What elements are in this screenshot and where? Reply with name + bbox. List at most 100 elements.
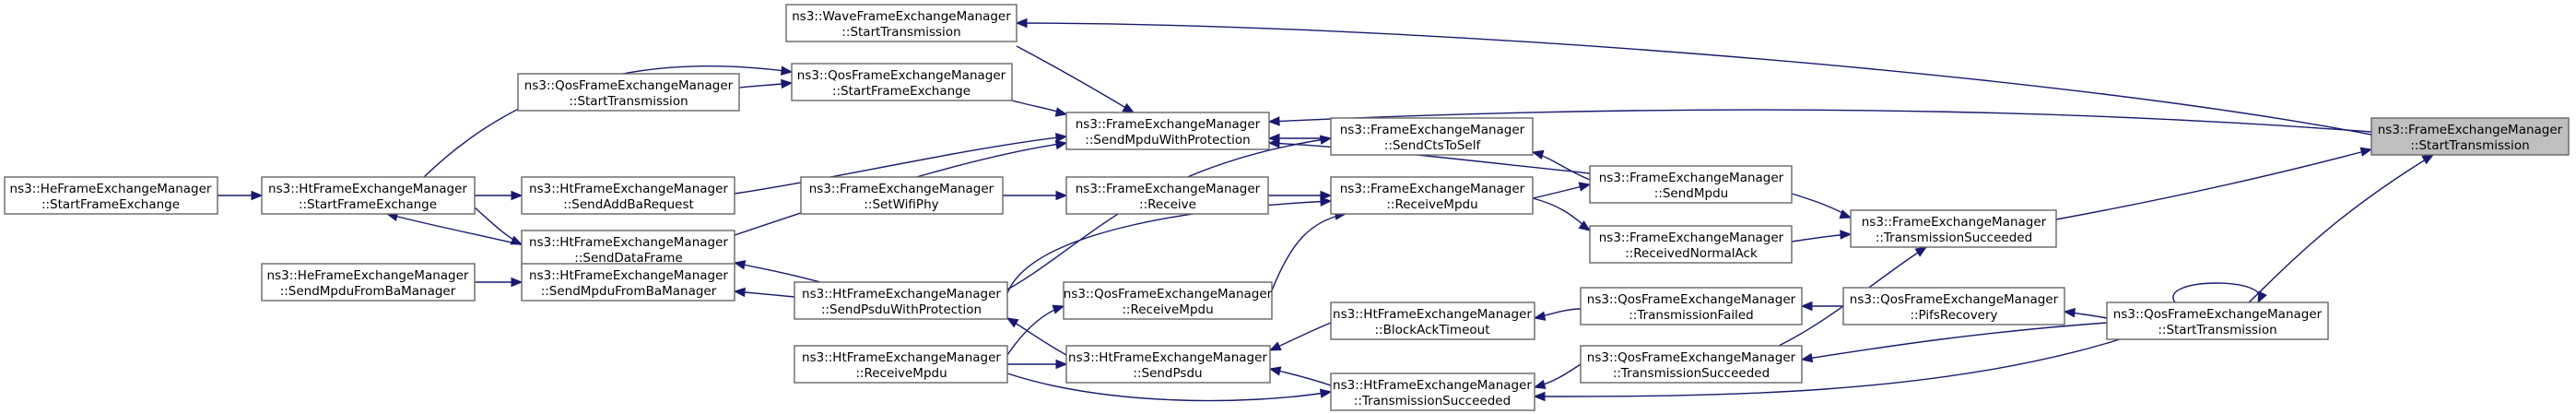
svg-text:::StartFrameExchange: ::StartFrameExchange [299,197,437,212]
edge-qos-sfe-to-mpdu-prot [1011,100,1068,117]
edge-qos-start-to-qos-txsucc-arrowhead [1800,352,1814,363]
node-ht-frame-exchange-manager-send-data-frame[interactable]: ns3::HtFrameExchangeManager ::SendDataFr… [521,230,735,268]
edge-ht-addba-to-mpdu-prot [734,133,1068,195]
edge-ht-sfe-to-ht-addba-arrowhead [511,190,523,201]
edge-qos-recvmpdu-to-recvmpdu-line [1271,213,1347,291]
edge-ht-txsucc-to-ht-sendpsdu-arrowhead [1268,366,1282,376]
node-he-frame-exchange-manager-start-frame-exchange[interactable]: ns3::HeFrameExchangeManager ::StartFrame… [4,176,218,215]
edge-recvmpdu-to-normalack-arrowhead [1578,220,1592,231]
edge-ht-recvmpdu-to-ht-txsucc [1006,373,1333,402]
svg-text:::SendCtsToSelf: ::SendCtsToSelf [1384,138,1482,153]
edge-ht-psdu-prot-to-ht-ba-arrowhead [733,287,746,298]
node-ht-frame-exchange-manager-start-frame-exchange[interactable]: ns3::HtFrameExchangeManager ::StartFrame… [261,176,476,215]
svg-text:::BlockAckTimeout: ::BlockAckTimeout [1375,323,1490,337]
svg-text:ns3::FrameExchangeManager: ns3::FrameExchangeManager [1599,231,1784,245]
edge-ht-psdu-prot-to-recvmpdu-arrowhead [1320,196,1333,207]
node-ht-frame-exchange-manager-block-ack-timeout[interactable]: ns3::HtFrameExchangeManager ::BlockAckTi… [1330,302,1535,340]
edge-receive-to-recvmpdu-arrowhead [1320,190,1333,201]
node-ht-frame-exchange-manager-send-psdu-with-protection[interactable]: ns3::HtFrameExchangeManager ::SendPsduWi… [794,281,1008,320]
node-qos-frame-exchange-manager-transmission-succeeded[interactable]: ns3::QosFrameExchangeManager ::Transmiss… [1580,345,1803,384]
edge-sendmpdu-to-fem-txsucc-arrowhead [1839,209,1853,219]
edge-qos-txsucc-to-fem-txsucc-arrowhead [1914,246,1928,257]
edge-ht-recvmpdu-to-ht-sendpsdu [1006,359,1068,370]
edge-normalack-to-fem-txsucc [1791,230,1853,242]
edge-fem-txsucc-to-root [2055,147,2373,220]
svg-text:::StartFrameExchange: ::StartFrameExchange [41,197,180,212]
edge-normalack-to-fem-txsucc-arrowhead [1840,230,1853,240]
edge-ht-psdu-prot-to-ht-data [733,260,821,283]
edge-ht-recvmpdu-to-ht-txsucc-arrowhead [1319,388,1333,398]
node-frame-exchange-manager-send-mpdu[interactable]: ns3::FrameExchangeManager ::SendMpdu [1589,165,1793,204]
edge-ht-blockack-to-ht-sendpsdu [1268,322,1332,351]
svg-text:ns3::HtFrameExchangeManager: ns3::HtFrameExchangeManager [802,287,1001,302]
svg-text:::SendMpduFromBaManager: ::SendMpduFromBaManager [541,284,717,299]
svg-text:ns3::HtFrameExchangeManager: ns3::HtFrameExchangeManager [529,235,728,250]
svg-text:ns3::WaveFrameExchangeManager: ns3::WaveFrameExchangeManager [792,9,1011,24]
edge-ht-blockack-to-ht-sendpsdu-arrowhead [1268,341,1282,351]
edge-ht-psdu-prot-to-cts-arrowhead [1319,135,1333,145]
svg-text:::TransmissionFailed: ::TransmissionFailed [1629,308,1753,323]
node-ht-frame-exchange-manager-send-addba-request[interactable]: ns3::HtFrameExchangeManager ::SendAddBaR… [521,176,735,215]
edge-ht-psdu-prot-to-ht-data-line [734,262,821,283]
edge-cts-to-mpdu-prot-arrowhead [1267,133,1280,144]
svg-text:::ReceiveMpdu: ::ReceiveMpdu [1122,302,1213,317]
edge-qos-recvmpdu-to-recvmpdu [1271,210,1347,291]
svg-text:ns3::FrameExchangeManager: ns3::FrameExchangeManager [1599,171,1784,185]
edge-qos-txsucc-to-ht-txsucc [1533,363,1582,389]
node-frame-exchange-manager-send-mpdu-with-protection[interactable]: ns3::FrameExchangeManager ::SendMpduWith… [1065,112,1270,150]
node-frame-exchange-manager-receive[interactable]: ns3::FrameExchangeManager ::Receive [1065,176,1269,215]
edge-wave-to-mpdu-prot-line [1016,45,1135,113]
svg-text:ns3::FrameExchangeManager: ns3::FrameExchangeManager [1076,182,1261,196]
edge-sendmpdu-to-fem-txsucc [1791,193,1853,219]
svg-text:ns3::FrameExchangeManager: ns3::FrameExchangeManager [1340,182,1525,196]
node-ht-frame-exchange-manager-transmission-succeeded[interactable]: ns3::HtFrameExchangeManager ::Transmissi… [1330,373,1535,411]
edge-recvmpdu-to-normalack [1532,197,1592,231]
node-qos-frame-exchange-manager-transmission-failed[interactable]: ns3::QosFrameExchangeManager ::Transmiss… [1580,287,1803,325]
svg-text:ns3::QosFrameExchangeManager: ns3::QosFrameExchangeManager [524,78,734,93]
svg-text:ns3::QosFrameExchangeManager: ns3::QosFrameExchangeManager [1064,287,1273,302]
svg-text:::SendDataFrame: ::SendDataFrame [574,251,682,266]
edge-recvmpdu-to-sendmpdu [1532,182,1592,199]
node-ht-frame-exchange-manager-send-psdu[interactable]: ns3::HtFrameExchangeManager ::SendPsdu [1065,345,1271,384]
node-frame-exchange-manager-set-wifi-phy[interactable]: ns3::FrameExchangeManager ::SetWifiPhy [800,176,1004,215]
node-qos-frame-exchange-manager-start-transmission[interactable]: ns3::QosFrameExchangeManager ::StartTran… [2106,302,2329,340]
svg-text:ns3::QosFrameExchangeManager: ns3::QosFrameExchangeManager [1587,292,1796,307]
edge-qos-start-to-ht-txsucc [1533,338,2121,402]
edge-ht-psdu-prot-to-ht-ba [733,287,795,298]
edge-he-ba-to-ht-ba-arrowhead [511,277,523,288]
svg-text:ns3::FrameExchangeManager: ns3::FrameExchangeManager [1076,117,1261,132]
node-qos-frame-exchange-manager-start-frame-exchange[interactable]: ns3::QosFrameExchangeManager ::StartFram… [791,63,1013,101]
edge-mpdu-prot-to-root-arrowhead [1267,116,1280,126]
node-qos-frame-exchange-manager-start-transmission-left[interactable]: ns3::QosFrameExchangeManager ::StartTran… [517,73,740,112]
node-frame-exchange-manager-start-transmission[interactable]: ns3::FrameExchangeManager ::StartTransmi… [2370,117,2570,156]
node-qos-frame-exchange-manager-pifs-recovery[interactable]: ns3::QosFrameExchangeManager ::PifsRecov… [1842,287,2065,325]
edge-fem-txsucc-to-root-line [2055,148,2372,220]
svg-text:::StartTransmission: ::StartTransmission [2410,138,2529,153]
edge-ht-sendpsdu-to-ht-psdu-prot-arrowhead [1006,317,1019,328]
svg-text:::SendPsdu: ::SendPsdu [1133,366,1202,381]
svg-text:ns3::HtFrameExchangeManager: ns3::HtFrameExchangeManager [529,182,728,196]
edge-qos-start-to-root [2248,154,2435,303]
edge-ht-recvmpdu-to-ht-sendpsdu-arrowhead [1055,359,1068,370]
node-frame-exchange-manager-receive-mpdu[interactable]: ns3::FrameExchangeManager ::ReceiveMpdu [1330,176,1534,215]
edge-qos-txsucc-to-ht-txsucc-arrowhead [1533,379,1547,389]
node-ht-frame-exchange-manager-send-mpdu-from-ba-manager[interactable]: ns3::HtFrameExchangeManager ::SendMpduFr… [521,263,735,302]
node-ht-frame-exchange-manager-receive-mpdu[interactable]: ns3::HtFrameExchangeManager ::ReceiveMpd… [794,345,1008,384]
edge-ht-recvmpdu-to-qos-recvmpdu-arrowhead [1052,304,1065,314]
node-wave-frame-exchange-manager-start-transmission[interactable]: ns3::WaveFrameExchangeManager ::StartTra… [785,4,1017,42]
svg-text:ns3::FrameExchangeManager: ns3::FrameExchangeManager [1340,123,1525,137]
svg-text:::SetWifiPhy: ::SetWifiPhy [864,197,938,212]
nodes: ns3::FrameExchangeManager ::StartTransmi… [4,4,2570,411]
svg-text:::StartTransmission: ::StartTransmission [2158,323,2276,337]
node-frame-exchange-manager-received-normal-ack[interactable]: ns3::FrameExchangeManager ::ReceivedNorm… [1589,225,1793,264]
edge-fem-sendmpdu-to-cts-arrowhead [1531,149,1545,160]
node-frame-exchange-manager-transmission-succeeded[interactable]: ns3::FrameExchangeManager ::Transmission… [1850,209,2057,248]
svg-text:::StartTransmission: ::StartTransmission [841,25,960,40]
node-he-frame-exchange-manager-send-mpdu-from-ba-manager[interactable]: ns3::HeFrameExchangeManager ::SendMpduFr… [261,263,476,302]
edge-setwifi-to-receive [1003,190,1068,201]
node-qos-frame-exchange-manager-receive-mpdu[interactable]: ns3::QosFrameExchangeManager ::ReceiveMp… [1063,281,1273,320]
node-frame-exchange-manager-send-cts-to-self[interactable]: ns3::FrameExchangeManager ::SendCtsToSel… [1330,117,1534,156]
edge-qos-pifs-to-qos-txfail [1800,301,1843,312]
edge-ht-recvmpdu-to-qos-recvmpdu [1006,304,1065,356]
